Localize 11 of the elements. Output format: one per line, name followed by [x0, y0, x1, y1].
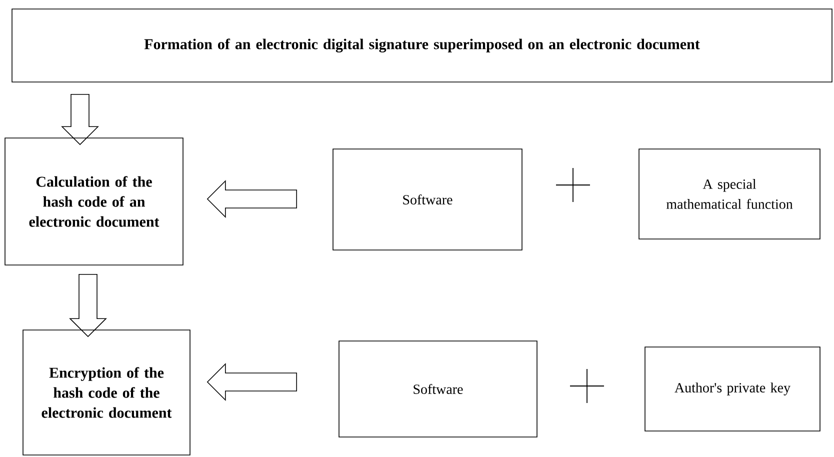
process-box: Calculation of the hash code of an electronic document — [4, 138, 184, 266]
block-arrow — [69, 274, 107, 338]
process-box: A special mathematical function — [638, 148, 820, 240]
process-box: Encryption of the hash code of the electronic document — [22, 330, 190, 456]
title-box: Formation of an electronic digital signature superimposed on an electronic document — [12, 8, 832, 82]
process-box: Author's private key — [644, 346, 820, 432]
block-arrow — [61, 94, 99, 146]
process-box: Software — [338, 340, 538, 438]
block-arrow — [206, 180, 297, 218]
block-arrow — [206, 363, 297, 401]
process-box: Software — [332, 148, 522, 250]
